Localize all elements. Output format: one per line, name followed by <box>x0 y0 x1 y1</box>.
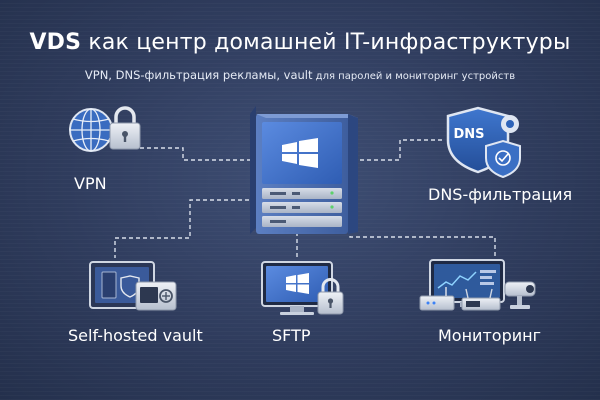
globe-lock-icon <box>69 106 141 152</box>
windows-logo-icon <box>282 138 318 168</box>
dashboard-router-camera-icon <box>419 259 536 311</box>
page-subtitle: VPN, DNS-фильтрация рекламы, vault для п… <box>0 68 600 82</box>
monitor-lock-icon <box>261 261 344 315</box>
connector-dns <box>360 139 442 161</box>
dns-shield-icon: DNS <box>446 106 521 179</box>
connector-vpn <box>140 147 256 161</box>
page-title: VDS как центр домашней IT-инфраструктуры <box>0 30 600 55</box>
vpn-label: VPN <box>74 174 107 193</box>
subtitle-part2: для паролей и мониторинг устройств <box>312 71 516 82</box>
title-bold: VDS <box>29 30 82 55</box>
vault-device-icon <box>89 261 177 311</box>
vault-label: Self-hosted vault <box>68 326 203 345</box>
connector-vault <box>114 199 256 258</box>
dns-badge-text: DNS <box>453 127 484 142</box>
connector-monitoring <box>349 222 496 258</box>
sftp-label: SFTP <box>272 326 311 345</box>
monitoring-label: Мониторинг <box>438 326 541 345</box>
title-rest: как центр домашней IT-инфраструктуры <box>81 30 571 55</box>
dns-label: DNS-фильтрация <box>428 185 573 204</box>
subtitle-part1: VPN, DNS-фильтрация рекламы, vault <box>84 68 313 82</box>
server-icon <box>250 106 358 234</box>
